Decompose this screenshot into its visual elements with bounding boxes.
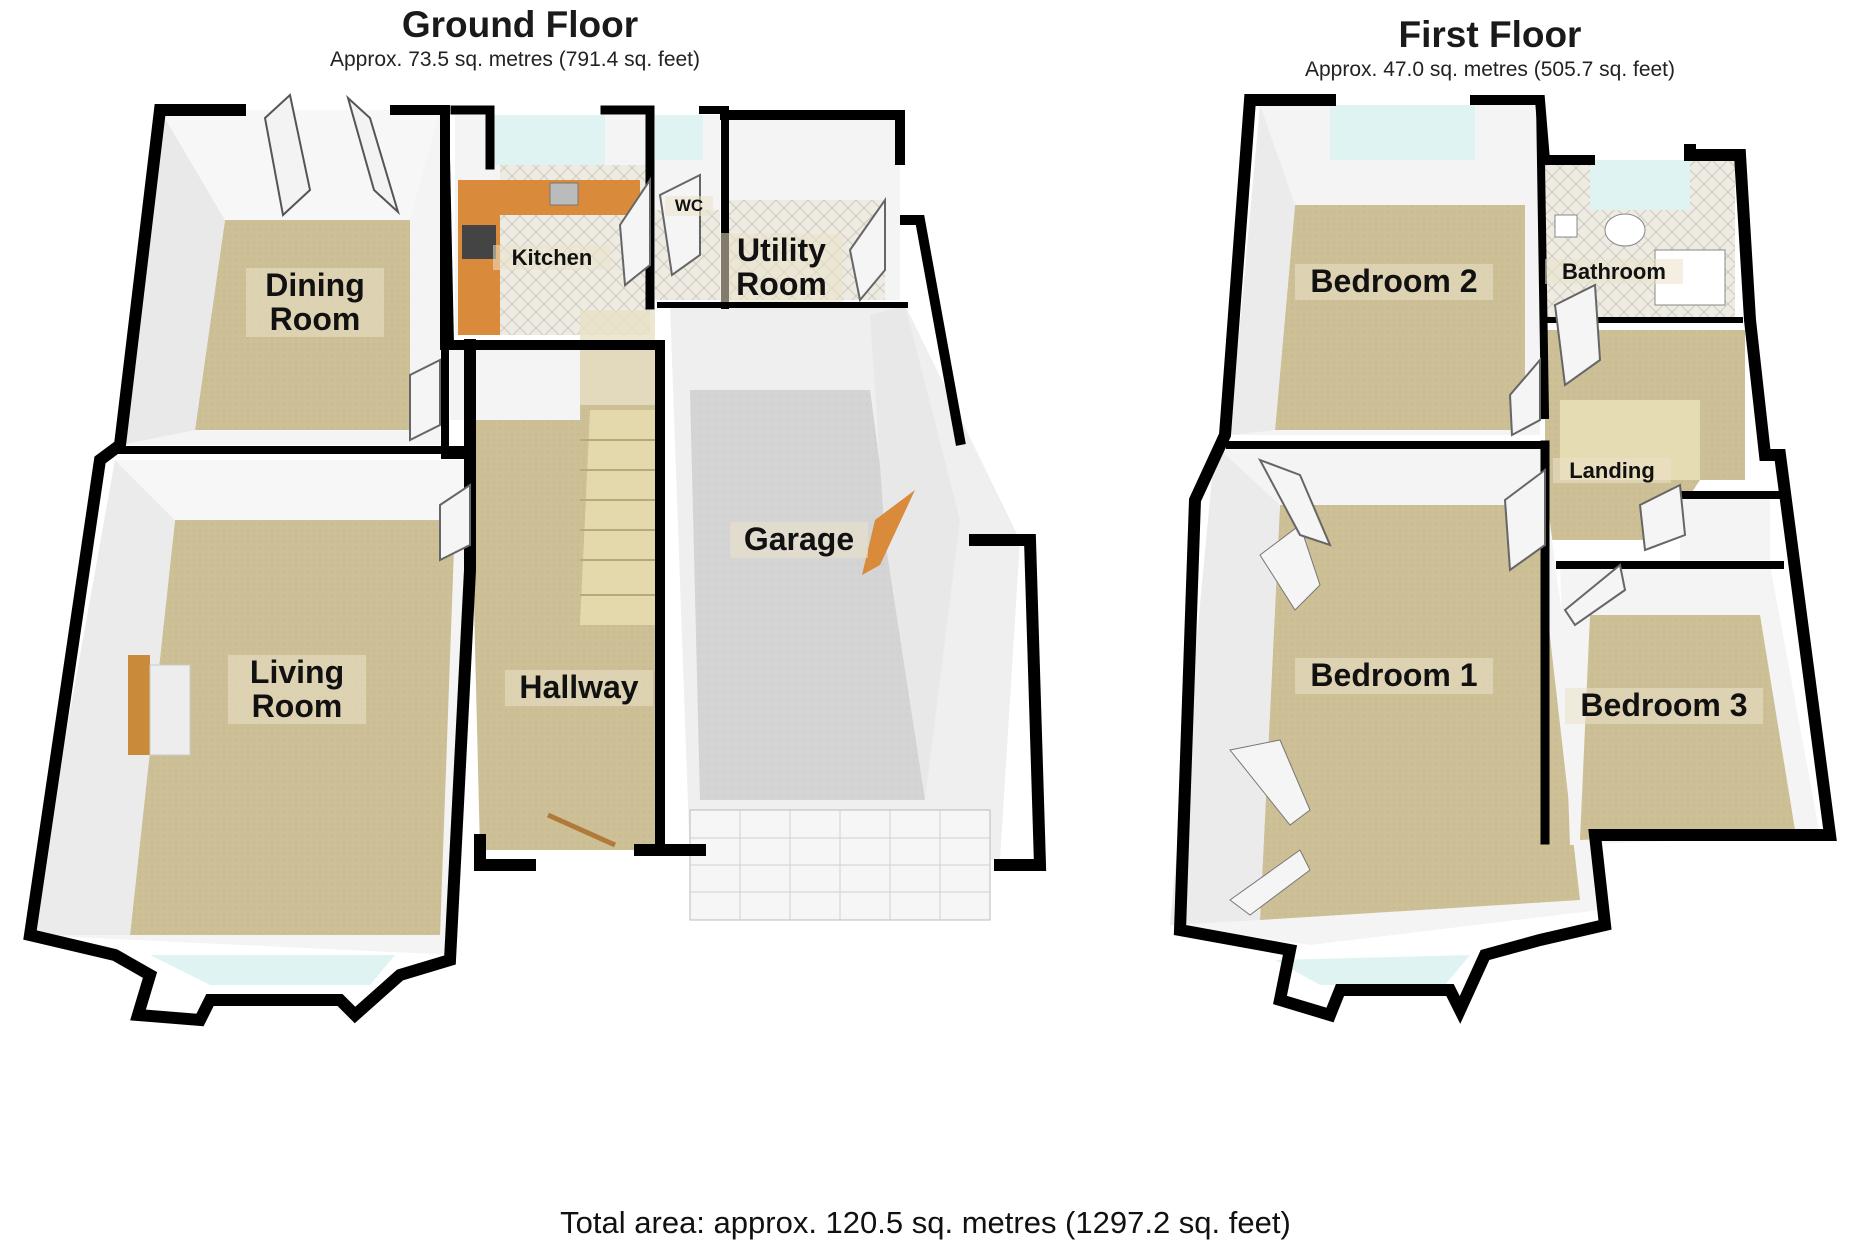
first-floor-doors: [1257, 283, 1687, 627]
ground-floor-title: Ground Floor: [401, 4, 639, 45]
utility-room-label: Utility Room: [720, 233, 843, 303]
kitchen-label: Kitchen: [493, 245, 611, 271]
bedroom-2-label: Bedroom 2: [1295, 264, 1493, 300]
wc-label: WC: [665, 196, 713, 216]
bathroom-label: Bathroom: [1545, 259, 1683, 285]
ground-floor-area: Approx. 73.5 sq. metres (791.4 sq. feet): [329, 48, 701, 71]
garage-area: [670, 305, 1020, 921]
hallway-label: Hallway: [505, 670, 653, 706]
bedroom-1-area: [1170, 445, 1600, 985]
first-floor-title: First Floor: [1398, 14, 1582, 55]
bedroom-1-label: Bedroom 1: [1295, 658, 1493, 694]
first-floor-walls: [1173, 94, 1837, 1024]
dining-french-doors: [263, 93, 400, 217]
first-floor-plan: [1170, 94, 1837, 1024]
hallway-area: [450, 310, 665, 850]
bedroom-3-label: Bedroom 3: [1565, 688, 1763, 724]
bedroom-3-area: [1560, 495, 1820, 845]
first-floor-area: Approx. 47.0 sq. metres (505.7 sq. feet): [1304, 58, 1676, 81]
total-area: Total area: approx. 120.5 sq. metres (12…: [560, 1205, 1291, 1240]
ground-floor-plan: [23, 93, 1047, 1027]
landing-label: Landing: [1553, 458, 1671, 484]
garage-door: [689, 809, 991, 921]
dining-room-label: Dining Room: [246, 268, 384, 338]
living-room-label: Living Room: [228, 655, 366, 725]
garage-label: Garage: [730, 522, 868, 558]
staircase: [580, 310, 665, 625]
